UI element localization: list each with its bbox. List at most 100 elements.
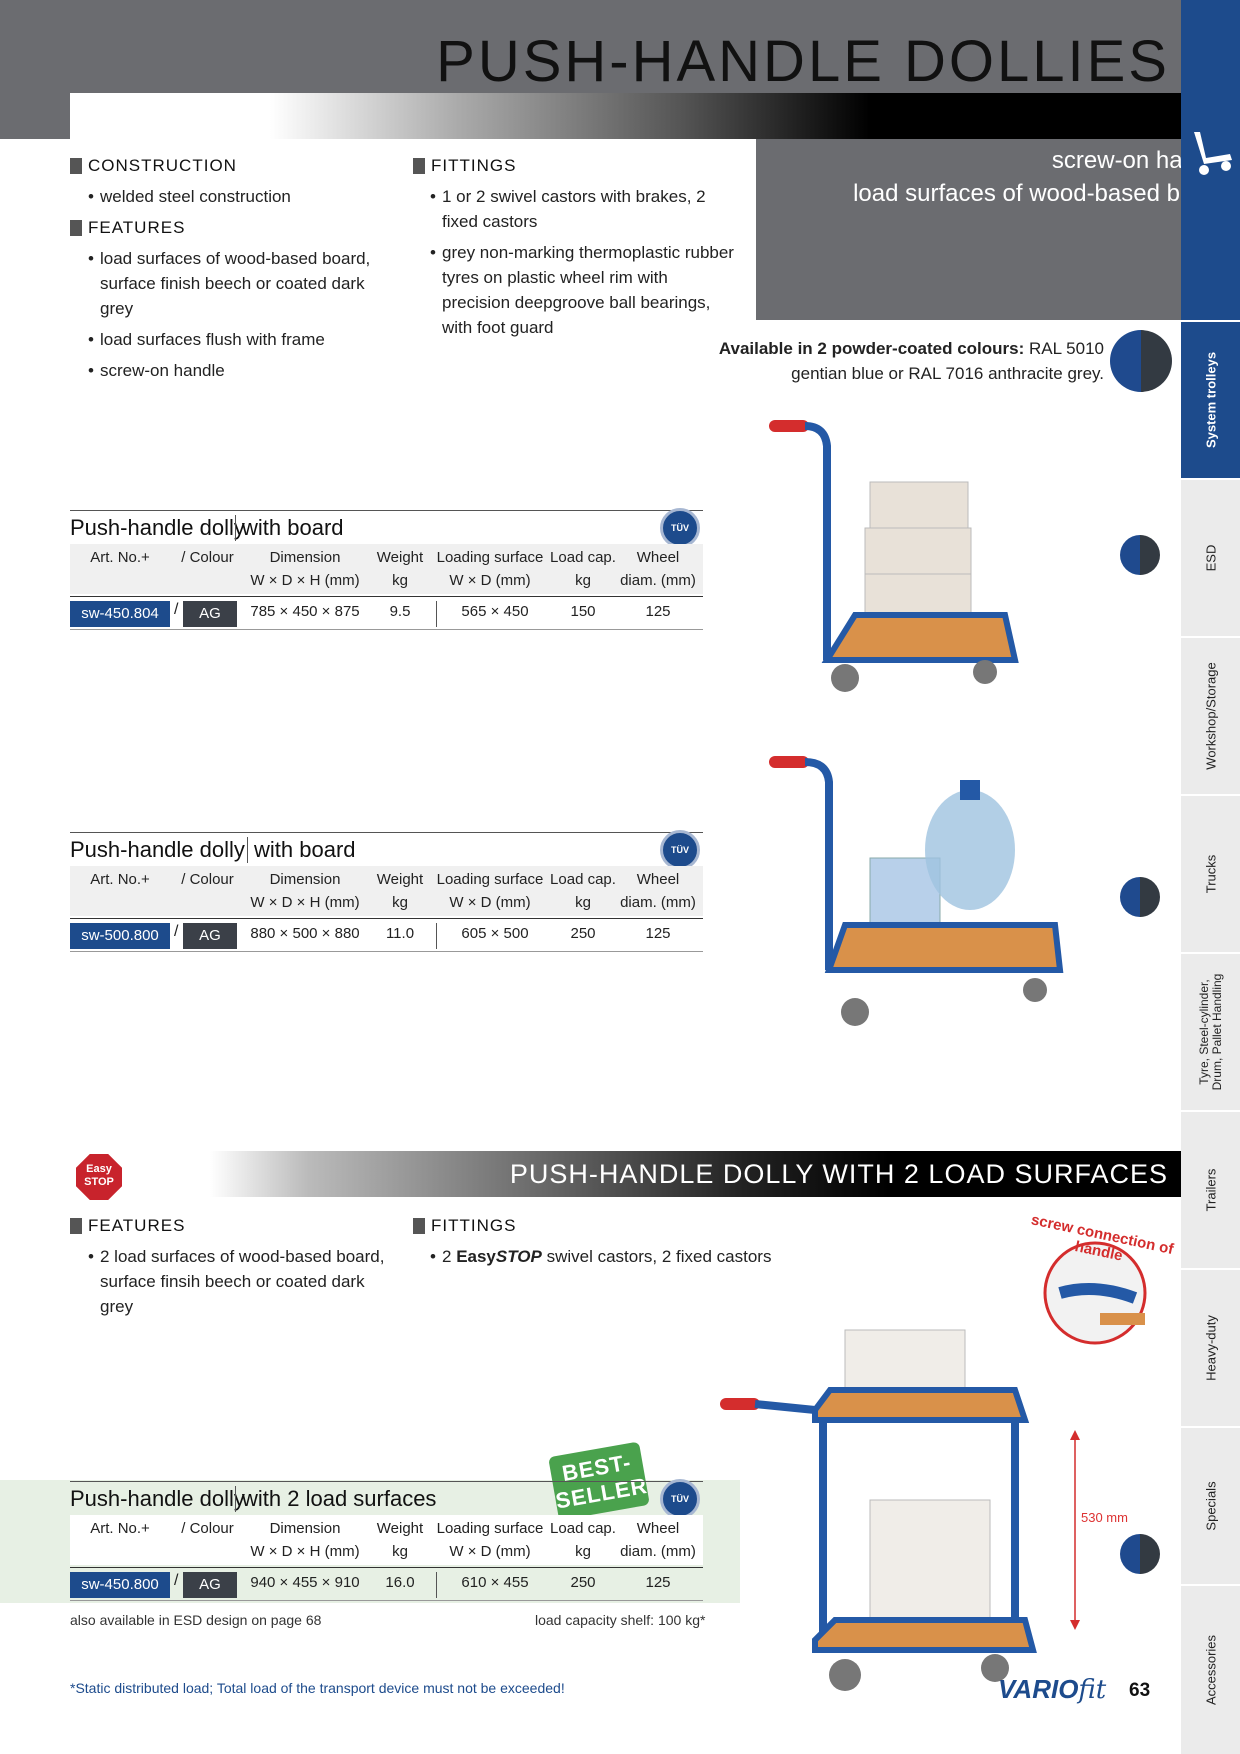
tab-label: ESD: [1203, 544, 1218, 572]
col-loading: Loading surface: [436, 1520, 544, 1537]
col-loadcap: Load cap.: [550, 871, 616, 888]
cell-wheel: 125: [645, 603, 671, 620]
shelf-capacity-note: load capacity shelf: 100 kg*: [535, 1612, 706, 1628]
product-table-3: Push-handle dolly with 2 load surfaces T…: [70, 1479, 703, 1601]
tuv-badge-icon: TÜV: [660, 830, 700, 870]
cell-weight: 16.0: [385, 1574, 415, 1591]
features-list: 2 load surfaces of wood-based board, sur…: [88, 1244, 398, 1325]
section2-title: PUSH-HANDLE DOLLY WITH 2 LOAD SURFACES: [509, 1159, 1168, 1189]
product-title: Push-handle dolly with board TÜV: [70, 830, 703, 870]
list-item: 2 EasySTOP swivel castors, 2 fixed casto…: [430, 1244, 790, 1269]
measure-arrow-icon: [1070, 1430, 1080, 1630]
product-table-2: Push-handle dolly with board TÜV Art. No…: [70, 830, 703, 952]
list-item: grey non-marking thermoplastic rubber ty…: [430, 240, 740, 340]
colour-swatch: [1120, 877, 1160, 917]
dolly-icon: [1194, 132, 1232, 175]
construction-list: welded steel construction: [88, 184, 388, 215]
colours-note-bold: Available in 2 powder-coated colours:: [718, 339, 1025, 358]
col-dimension-sub: W × D × H (mm): [250, 1543, 360, 1560]
col-wheel-sub: diam. (mm): [620, 894, 696, 911]
cell-dimension: 880 × 500 × 880: [250, 925, 360, 942]
product-title: Push-handle dolly with board TÜV: [70, 508, 703, 548]
article-number[interactable]: sw-450.800: [70, 1572, 170, 1598]
table-header: Art. No.+ / Colour Dimension W × D × H (…: [70, 866, 703, 916]
table-row: sw-500.800 / AG 880 × 500 × 880 11.0 605…: [70, 918, 703, 952]
cell-weight: 11.0: [385, 925, 415, 942]
fittings-list: 1 or 2 swivel castors with brakes, 2 fix…: [430, 184, 740, 346]
tab-workshop-storage[interactable]: Workshop/Storage: [1181, 636, 1240, 794]
tab-label: Trailers: [1203, 1168, 1218, 1212]
col-loadcap-sub: kg: [575, 894, 591, 911]
col-wheel-sub: diam. (mm): [620, 572, 696, 589]
header-summary-line-2: load surfaces of wood-based board: [853, 180, 1228, 207]
col-dimension: Dimension: [269, 549, 341, 566]
construction-heading: CONSTRUCTION: [70, 156, 237, 176]
col-loadcap: Load cap.: [550, 1520, 616, 1537]
header-summary: screw-on handle load surfaces of wood-ba…: [853, 144, 1228, 210]
tab-heavy-duty[interactable]: Heavy-duty: [1181, 1268, 1240, 1426]
list-item: 2 load surfaces of wood-based board, sur…: [88, 1244, 398, 1319]
colour-swatch: [1120, 1534, 1160, 1574]
colours-note: Available in 2 powder-coated colours: RA…: [719, 336, 1104, 386]
features-list: load surfaces of wood-based board, surfa…: [88, 246, 398, 389]
product-image-2: [769, 756, 1064, 1026]
product-variant: with board: [242, 515, 344, 540]
article-number[interactable]: sw-450.804: [70, 601, 170, 627]
table-row: sw-450.800 / AG 940 × 455 × 910 16.0 610…: [70, 1567, 703, 1601]
tab-label: Heavy-duty: [1203, 1315, 1218, 1381]
tab-specials[interactable]: Specials: [1181, 1426, 1240, 1584]
table-row: sw-450.804 / AG 785 × 450 × 875 9.5 565 …: [70, 596, 703, 630]
tab-esd[interactable]: ESD: [1181, 478, 1240, 636]
esd-note: also available in ESD design on page 68: [70, 1612, 322, 1628]
cell-loadcap: 250: [570, 925, 596, 942]
product-title: Push-handle dolly with 2 load surfaces T…: [70, 1479, 703, 1519]
col-loadcap-sub: kg: [575, 572, 591, 589]
tab-trucks[interactable]: Trucks: [1181, 794, 1240, 952]
product-table-1: Push-handle dolly with board TÜV Art. No…: [70, 508, 703, 630]
section2-gradient-bar: [210, 1151, 1181, 1197]
col-colour: / Colour: [181, 549, 234, 566]
col-loadcap-sub: kg: [575, 1543, 591, 1560]
tab-trailers[interactable]: Trailers: [1181, 1110, 1240, 1268]
col-weight: Weight: [376, 549, 424, 566]
col-loading-sub: W × D (mm): [449, 572, 531, 589]
col-colour: / Colour: [181, 1520, 234, 1537]
fittings-easy: Easy: [456, 1247, 496, 1266]
product-image-3: [720, 1329, 1037, 1691]
cell-wheel: 125: [645, 925, 671, 942]
colour-swatch: [1120, 535, 1160, 575]
tab-system-trolleys[interactable]: System trolleys: [1181, 320, 1240, 478]
col-loadcap: Load cap.: [550, 549, 616, 566]
tab-accessories[interactable]: Accessories: [1181, 1584, 1240, 1754]
cell-wheel: 125: [645, 1574, 671, 1591]
header-gradient-bar: [70, 93, 1181, 139]
col-wheel: Wheel: [636, 871, 680, 888]
list-item: welded steel construction: [88, 184, 388, 209]
table-header: Art. No.+ / Colour Dimension W × D × H (…: [70, 1515, 703, 1565]
colour-swatch: [1110, 330, 1172, 392]
col-dimension: Dimension: [269, 871, 341, 888]
fittings-list: 2 EasySTOP swivel castors, 2 fixed casto…: [430, 1244, 790, 1275]
page-title: PUSH-HANDLE DOLLIES: [436, 29, 1170, 94]
tab-tyre-handling[interactable]: Tyre, Steel-cylinder, Drum, Pallet Handl…: [1181, 952, 1240, 1110]
cell-loadcap: 150: [570, 603, 596, 620]
cell-dimension: 940 × 455 × 910: [250, 1574, 360, 1591]
cell-loading: 605 × 500: [461, 925, 529, 942]
list-item: 1 or 2 swivel castors with brakes, 2 fix…: [430, 184, 740, 234]
page-number: 63: [1129, 1680, 1151, 1701]
features-heading: FEATURES: [70, 218, 185, 238]
product-name: Push-handle dolly: [70, 1486, 245, 1511]
col-loading-sub: W × D (mm): [449, 1543, 531, 1560]
col-weight-sub: kg: [392, 1543, 408, 1560]
tuv-badge-icon: TÜV: [660, 508, 700, 548]
height-measure: 530 mm: [1081, 1510, 1128, 1525]
product-variant: with 2 load surfaces: [242, 1486, 437, 1511]
table-header: Art. No.+ / Colour Dimension W × D × H (…: [70, 544, 703, 594]
col-loading-sub: W × D (mm): [449, 894, 531, 911]
tab-label: Accessories: [1203, 1634, 1218, 1706]
fittings-stop: STOP: [495, 1247, 542, 1266]
article-number[interactable]: sw-500.800: [70, 923, 170, 949]
cell-loadcap: 250: [570, 1574, 596, 1591]
product-image-1: [769, 420, 1019, 692]
col-artno: Art. No.+: [90, 871, 150, 888]
